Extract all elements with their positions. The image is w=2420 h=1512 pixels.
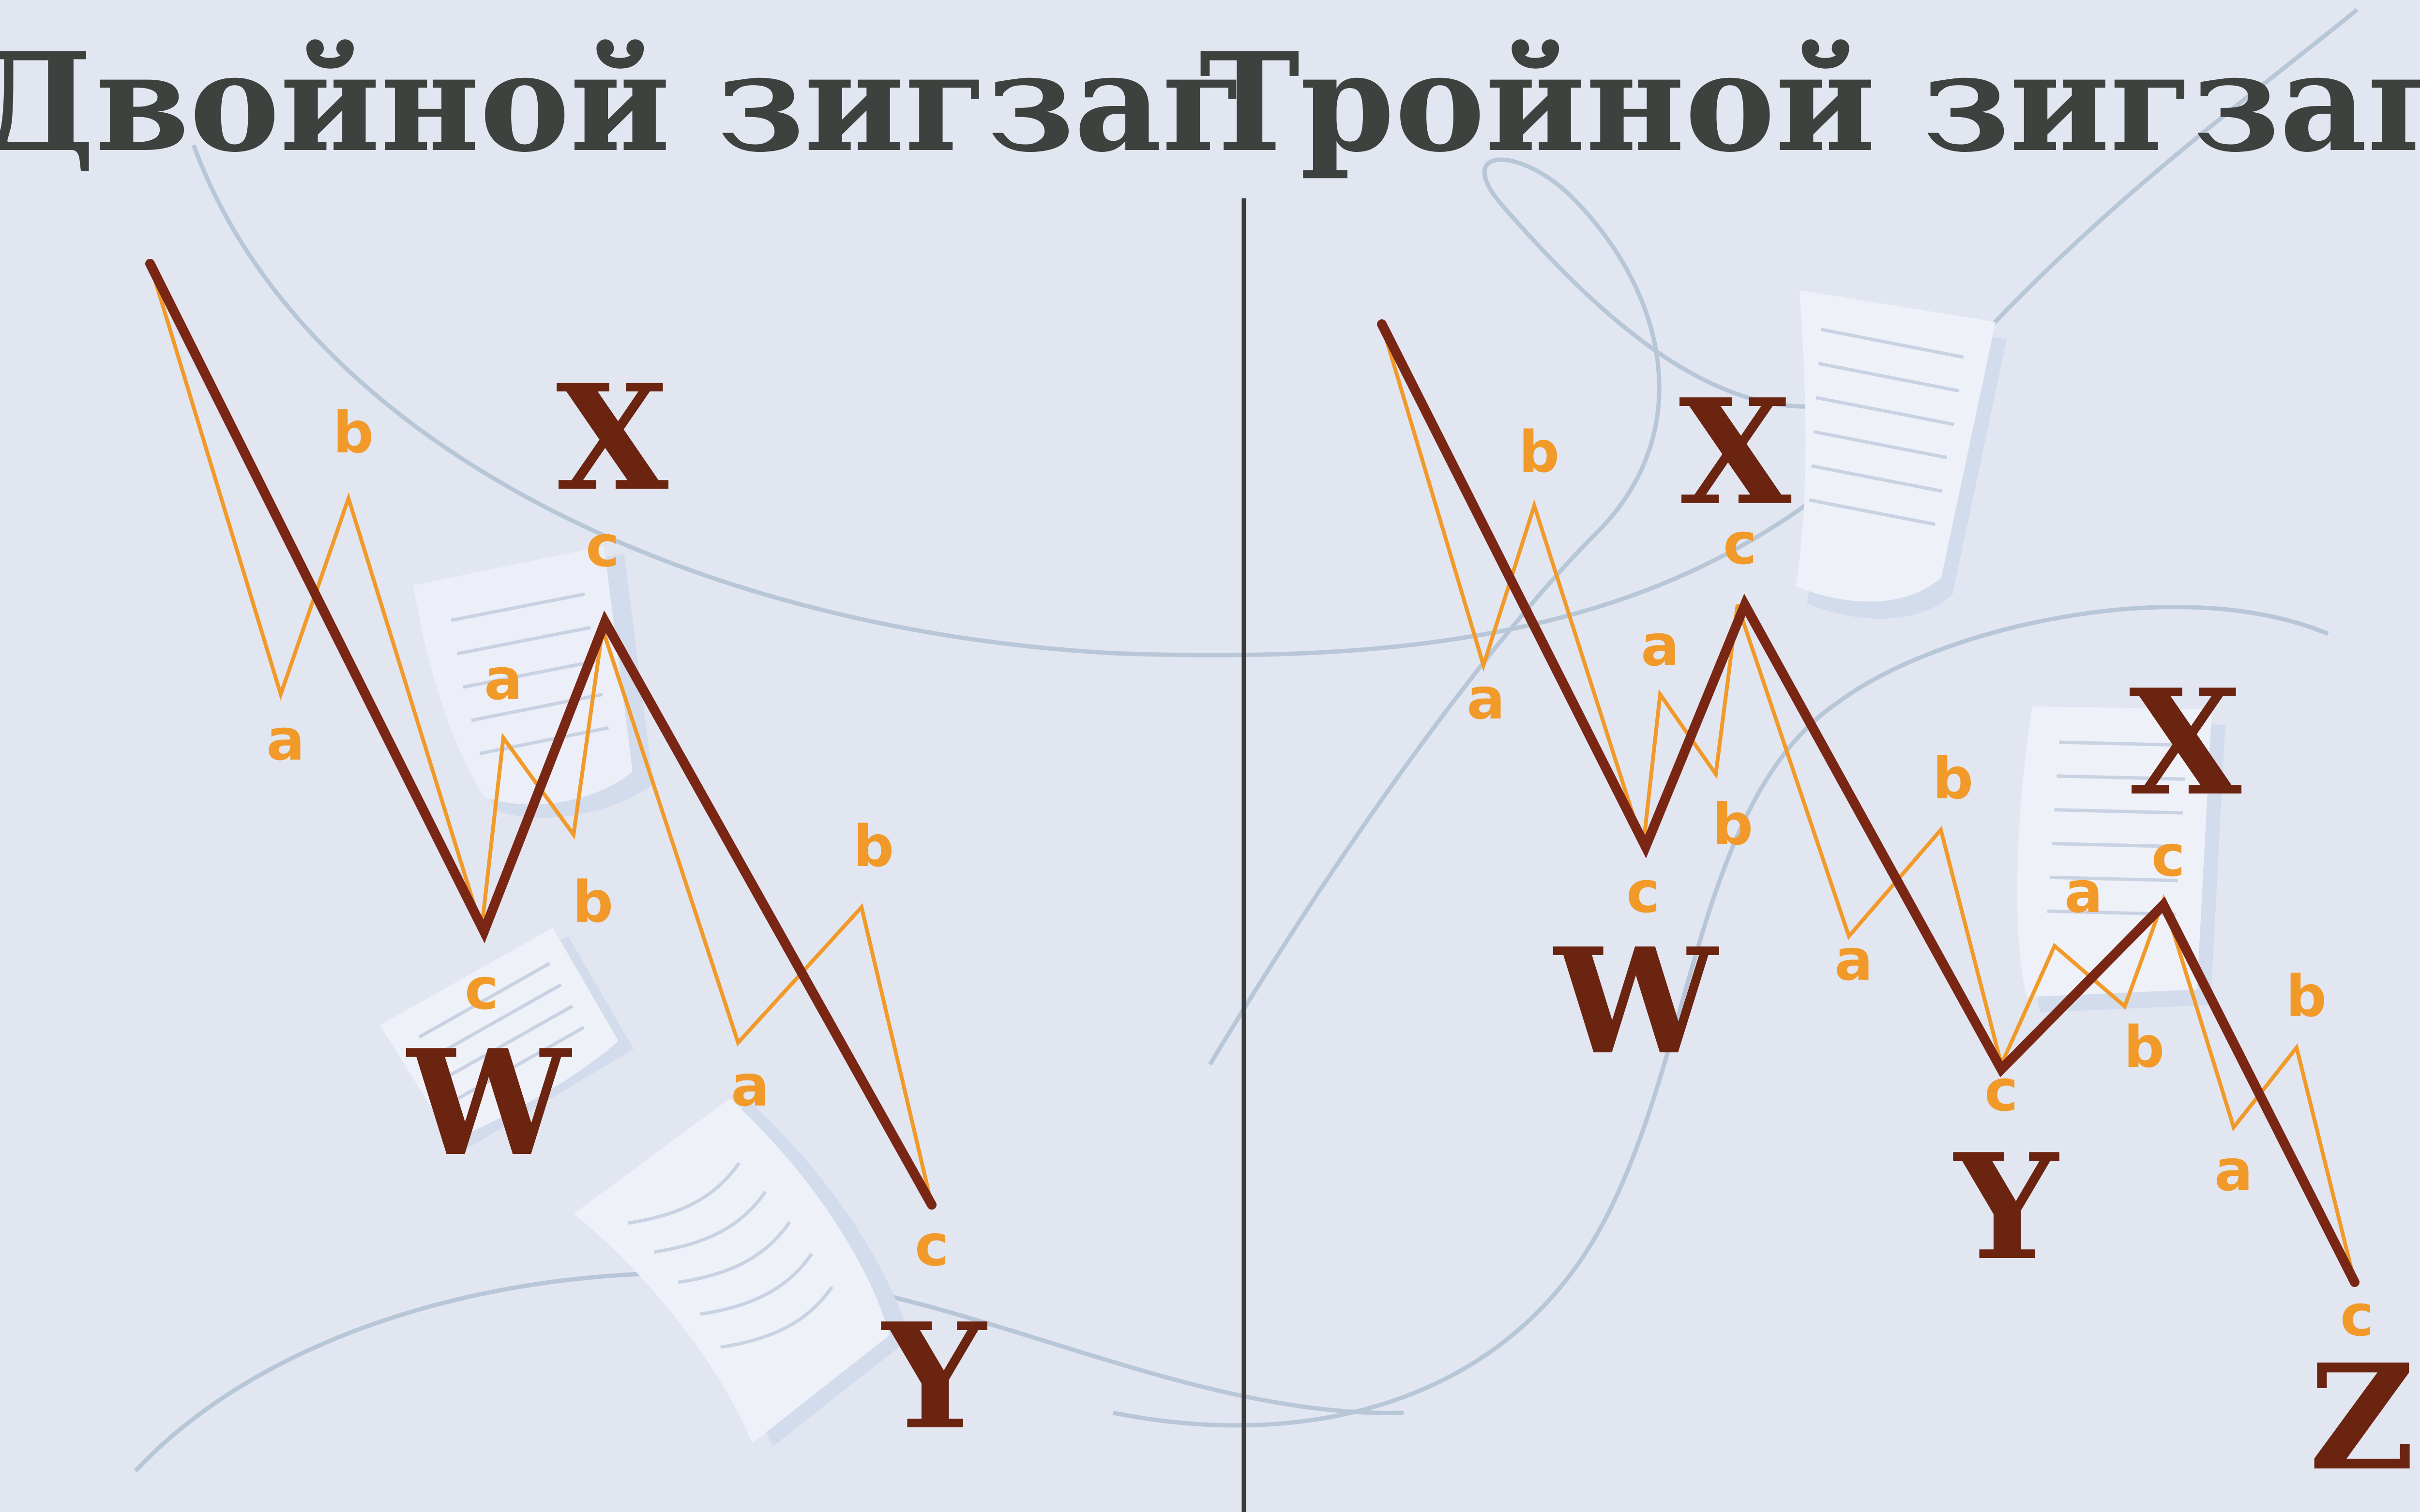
tz-label-c3: c — [1984, 1057, 2018, 1124]
dz-label-a3: a — [731, 1052, 770, 1119]
dz-label-w: W — [405, 1018, 573, 1188]
decor-curve-loop — [1208, 157, 1889, 1066]
dz-label-b1: b — [333, 399, 374, 466]
dz-label-a2: a — [484, 646, 523, 713]
dz-label-a1: a — [266, 706, 305, 773]
title-double-zigzag: Двойной зигзаг — [0, 23, 1245, 182]
tz-label-c4: c — [2151, 823, 2185, 889]
dz-label-c2: c — [586, 513, 620, 580]
title-triple-zigzag: Тройной зигзаг — [1199, 23, 2420, 182]
paper-decor-2 — [379, 928, 634, 1149]
tz-label-b5: b — [2286, 963, 2327, 1030]
tz-label-b2: b — [1712, 791, 1753, 858]
tz-label-a5: a — [2214, 1137, 2253, 1204]
tz-label-a4: a — [2064, 859, 2103, 926]
paper-decor-1 — [413, 546, 653, 818]
double-zigzag-main-wave — [145, 259, 937, 1210]
tz-label-b3: b — [1933, 745, 1973, 812]
dz-label-x: X — [556, 352, 669, 523]
tz-label-a2: a — [1641, 612, 1679, 679]
dz-label-b3: b — [853, 813, 894, 880]
decor-curve-wave-right — [1113, 605, 2329, 1428]
tz-label-c1: c — [1626, 859, 1660, 926]
triple-zigzag-diagram: a b c a b c a b c a b c a b c W X Y X Z — [1377, 319, 2415, 1503]
double-zigzag-diagram: a b c a b c a b c W X Y — [145, 259, 989, 1462]
paper-decor-3 — [574, 1098, 910, 1447]
tz-label-c5: c — [2340, 1282, 2374, 1349]
dz-label-b2: b — [573, 868, 613, 935]
tz-label-b1: b — [1519, 419, 1559, 485]
paper-decor-4 — [1796, 290, 2007, 619]
tz-label-b4: b — [2124, 1014, 2164, 1080]
tz-label-c2: c — [1723, 510, 1757, 577]
tz-label-y: Y — [1952, 1122, 2061, 1292]
dz-label-c1: c — [465, 956, 499, 1022]
dz-label-y: Y — [880, 1291, 989, 1462]
tz-label-x2: X — [2129, 657, 2242, 828]
tz-label-a3: a — [1834, 927, 1873, 993]
decor-curve-arc — [191, 8, 2359, 658]
tz-label-a1: a — [1467, 665, 1505, 732]
tz-label-w: W — [1552, 916, 1720, 1087]
dz-label-c3: c — [915, 1212, 949, 1279]
tz-label-x1: X — [1679, 367, 1792, 538]
tz-label-z: Z — [2309, 1332, 2415, 1503]
triple-zigzag-main-wave — [1377, 319, 2360, 1287]
